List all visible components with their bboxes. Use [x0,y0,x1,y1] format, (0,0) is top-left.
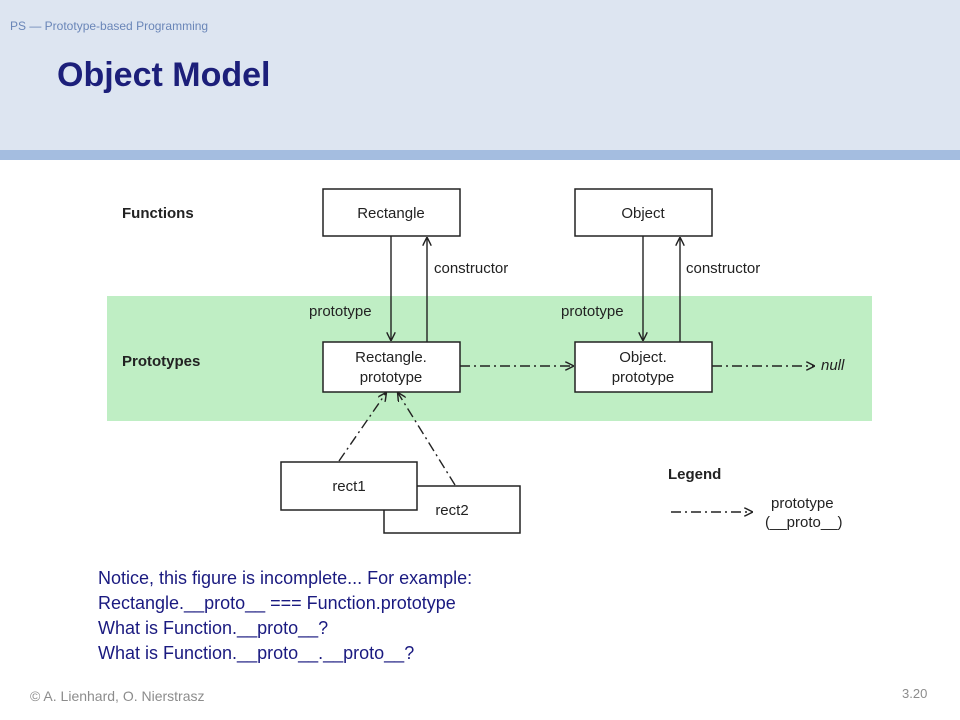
rectangle-prototype-label-line1: Rectangle. [355,349,427,366]
object-box-label: Object [621,205,665,222]
footer-authors: © A. Lienhard, O. Nierstrasz [30,688,205,704]
rectangle-prototype-label-line2: prototype [360,369,423,386]
rectangle-prototype-edge-label: prototype [309,303,372,320]
object-prototype-label-line1: Object. [619,349,667,366]
rectangle-constructor-label: constructor [434,260,508,277]
object-prototype-label-line2: prototype [612,369,675,386]
rectangle-box [322,188,461,237]
object-prototype-box [574,341,713,393]
header-rule [0,150,960,160]
null-label: null [821,357,845,374]
object-prototype-edge-label: prototype [561,303,624,320]
note-line: What is Function.__proto__? [98,618,329,638]
rect2-proto-arrow [398,393,456,486]
legend-title: Legend [668,466,721,483]
legend-entry-line1: prototype [771,495,834,512]
note-line: Notice, this figure is incomplete... For… [98,568,473,588]
rect1-box [280,461,418,511]
rect1-box-label: rect1 [332,478,365,495]
course-title: PS — Prototype-based Programming [10,19,209,33]
prototypes-band [107,296,872,421]
prototypes-row-label: Prototypes [122,353,200,370]
note-line: Rectangle.__proto__ === Function.prototy… [98,593,456,613]
slide-title: Object Model [57,56,271,94]
rect2-box-label: rect2 [435,502,468,519]
object-constructor-label: constructor [686,260,760,277]
rectangle-prototype-box [322,341,461,393]
rectangle-box-label: Rectangle [357,205,425,222]
legend-entry-line2: (__proto__) [765,514,843,531]
notes: Notice, this figure is incomplete... For… [98,566,472,666]
note-line: What is Function.__proto__.__proto__? [98,643,415,663]
page-number: 3.20 [902,686,928,701]
rect1-proto-arrow [338,393,386,462]
header-band [0,0,960,150]
functions-row-label: Functions [122,205,194,222]
